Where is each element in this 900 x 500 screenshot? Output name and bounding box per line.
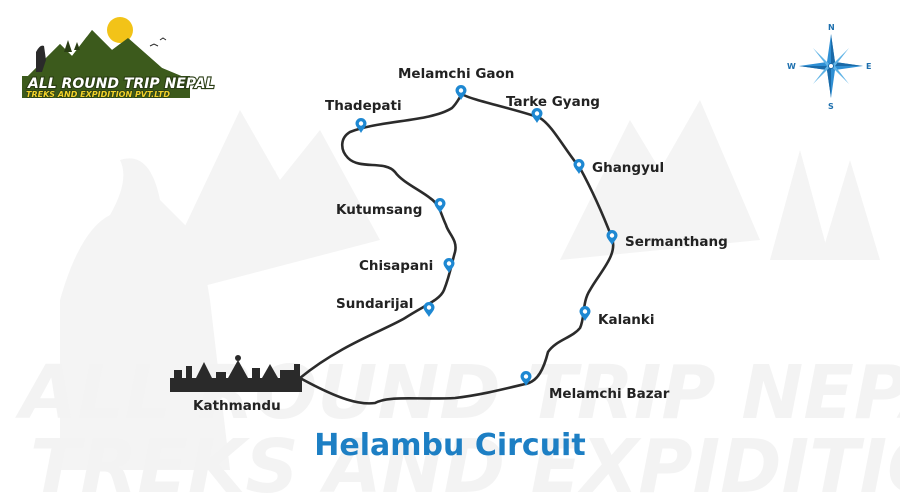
place-label-kutumsang[interactable]: Kutumsang [336,202,422,218]
compass-east-label: E [866,62,871,71]
kalanki-pin-icon[interactable] [579,306,591,321]
melamchi-gaon-pin-icon[interactable] [455,85,467,100]
place-label-sermanthang[interactable]: Sermanthang [625,234,728,250]
logo-line-1: ALL ROUND TRIP NEPAL [27,76,215,92]
pine-tree-icon [220,200,262,270]
pine-tree-icon [820,160,880,260]
pine-tree-icon [770,150,830,260]
logo-line-2: TREKS AND EXPIDITION PVT.LTD [26,90,170,99]
place-label-kalanki[interactable]: Kalanki [598,312,655,328]
kathmandu-skyline-icon [170,355,302,392]
background-watermark: ALL ROUND TRIP NEPAL TREKS AND EXPIDITIO… [15,100,900,500]
watermark-line-1: ALL ROUND TRIP NEPAL [15,350,900,436]
logo-trees-icon [64,40,80,52]
sundarijal-pin-icon[interactable] [423,302,435,317]
place-label-tarke-gyang[interactable]: Tarke Gyang [506,94,600,110]
compass-south-label: S [828,102,834,111]
logo-hiker-icon [36,45,46,72]
place-label-thadepati[interactable]: Thadepati [325,98,402,114]
logo-birds-icon [149,37,167,47]
place-label-kathmandu[interactable]: Kathmandu [193,398,281,414]
map-title: Helambu Circuit [314,428,585,463]
place-label-melamchi-bazar[interactable]: Melamchi Bazar [549,386,670,402]
place-label-melamchi-gaon[interactable]: Melamchi Gaon [398,66,514,82]
place-labels: Kathmandu Sundarijal Chisapani Kutumsang… [193,66,728,414]
kutumsang-pin-icon[interactable] [434,198,446,213]
mountain-silhouette-icon [560,100,760,260]
mountain-silhouette-icon [150,110,380,300]
pine-tree-icon [250,170,300,260]
compass-west-label: W [787,62,796,71]
chisapani-pin-icon[interactable] [443,258,455,273]
logo-sun-icon [107,17,133,43]
company-logo: ALL ROUND TRIP NEPAL TREKS AND EXPIDITIO… [22,17,216,100]
watermark-line-2: TREKS AND EXPIDITION PVT.LTD [30,424,900,500]
place-label-ghangyul[interactable]: Ghangyul [592,160,664,176]
compass-rose-icon: N S E W [787,23,871,111]
place-label-sundarijal[interactable]: Sundarijal [336,296,413,312]
compass-north-label: N [828,23,835,32]
place-label-chisapani[interactable]: Chisapani [359,258,433,274]
tarke-gyang-pin-icon[interactable] [531,108,543,123]
